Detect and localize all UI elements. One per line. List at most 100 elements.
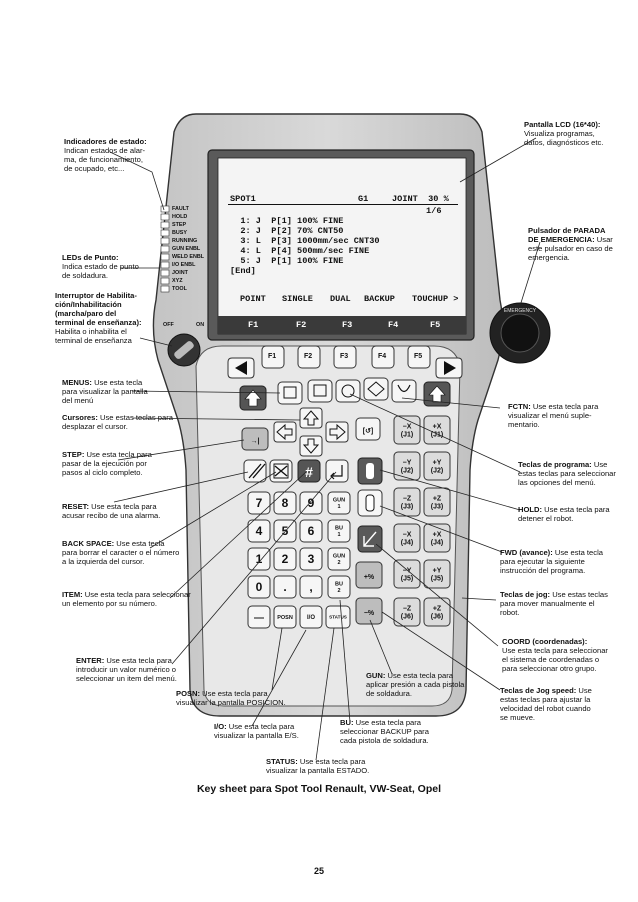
jog-plus-key-5[interactable] (423, 559, 451, 589)
fkey-label: F5 (430, 320, 441, 330)
posn-key[interactable] (273, 605, 297, 629)
gun2-key-label: GUN (333, 554, 345, 560)
callout-bu: BU: Use esta tecla para seleccionar BACK… (340, 718, 429, 745)
f2-key[interactable] (297, 345, 321, 369)
digit-key-3[interactable] (299, 547, 323, 571)
digit-key-1-label: 1 (256, 552, 263, 566)
svg-text:EMERGENCY: EMERGENCY (504, 308, 537, 314)
step-key[interactable] (241, 427, 269, 451)
callout-desc: Use esta tecla para visualizar la pantal… (266, 757, 370, 775)
digit-key-4[interactable] (247, 519, 271, 543)
edit-key[interactable] (335, 379, 361, 403)
bu2-key[interactable] (327, 575, 351, 599)
callout-desc: Use esta tecla para visualizar la pantal… (176, 689, 286, 707)
indicator-label: I/O ENBL (172, 262, 196, 268)
page-number: 25 (313, 866, 324, 876)
status-key[interactable] (325, 605, 351, 629)
jog-minus-key-2[interactable] (393, 451, 421, 481)
indicator-label: FAULT (172, 206, 189, 212)
jog-plus-key-3[interactable] (423, 487, 451, 517)
menu-key-row (239, 377, 451, 411)
indicator-label: TOOL (172, 286, 187, 292)
status-key-label: STATUS (329, 615, 347, 620)
callout-desc: Visualiza programas, datos, diagnósticos… (524, 129, 604, 147)
bu1-key-label: BU (335, 526, 343, 532)
f1-key[interactable] (261, 345, 285, 369)
enter-key[interactable] (325, 459, 349, 483)
digit-key-7-label: 7 (256, 496, 263, 510)
f4-key[interactable] (371, 345, 395, 369)
indicator-label: RUNNING (172, 238, 198, 244)
f2-key-label: F2 (304, 353, 313, 360)
jog-plus-key-1-label: (J1) (431, 431, 443, 438)
digit-key-dot[interactable] (273, 575, 297, 599)
bu1-key-label: 1 (337, 532, 340, 538)
figure-caption: Key sheet para Spot Tool Renault, VW-Sea… (196, 783, 442, 795)
digit-key-3-label: 3 (308, 552, 315, 566)
callout-desc: Use esta tecla para seleccionar un eleme… (62, 590, 191, 608)
callout-desc: Use esta tecla para pasar de la ejecució… (62, 450, 152, 477)
jog-plus-key-6[interactable] (423, 597, 451, 627)
callout-desc: Use esta tecla para acusar recibo de una… (62, 502, 161, 520)
item-key[interactable] (297, 459, 321, 483)
digit-key-2[interactable] (273, 547, 297, 571)
jog-minus-key-4[interactable] (393, 523, 421, 553)
cursor-right-key[interactable] (325, 421, 349, 443)
jog-minus-key-5[interactable] (393, 559, 421, 589)
cursor-up-key[interactable] (299, 407, 323, 429)
coord-key[interactable] (355, 417, 381, 441)
digit-key-comma[interactable] (299, 575, 323, 599)
callout-lcd: Pantalla LCD (16*40):Visualiza programas… (524, 120, 603, 147)
data-key[interactable] (363, 377, 389, 401)
callout-title: BU: (340, 718, 354, 727)
indicator-label: WELD ENBL (172, 254, 205, 260)
digit-key-6[interactable] (299, 519, 323, 543)
menus-key[interactable] (277, 381, 303, 405)
jog-plus-key-2[interactable] (423, 451, 451, 481)
gun1-key[interactable] (327, 491, 351, 515)
f3-key[interactable] (333, 345, 357, 369)
svg-text:−%: −% (364, 610, 375, 617)
digit-key-9[interactable] (299, 491, 323, 515)
callout-desc: Use estas teclas para mover manualmente … (500, 590, 608, 617)
callout-desc: Indican estados de alar- ma, de funciona… (64, 146, 146, 173)
f5-key[interactable] (407, 345, 431, 369)
callout-desc: Use estas teclas para ajustar la velocid… (500, 686, 592, 722)
softkey-label: SINGLE (282, 294, 313, 304)
callout-desc: Use esta tecla para visualizar la pantal… (214, 722, 299, 740)
digit-key-4-label: 4 (256, 524, 263, 538)
gun2-key[interactable] (327, 547, 351, 571)
jog-plus-key-4[interactable] (423, 523, 451, 553)
program-line: 5: J P[1] 100% FINE (230, 256, 344, 266)
callout-hold: HOLD: Use esta tecla para detener el rob… (518, 505, 610, 523)
select-key[interactable] (307, 379, 333, 403)
callout-enter: ENTER: Use esta tecla para introducir un… (76, 656, 177, 683)
io-key[interactable] (299, 605, 323, 629)
digit-key-8-label: 8 (282, 496, 289, 510)
callout-title: Interruptor de Habilita- ción/Inhabilita… (55, 291, 142, 327)
speed-down-key[interactable] (355, 597, 383, 625)
speed-up-key[interactable] (355, 561, 383, 589)
callout-title: LEDs de Punto: (62, 253, 119, 262)
jog-plus-key-4-label: (J4) (431, 539, 443, 546)
digit-key-1[interactable] (247, 547, 271, 571)
callout-jogspeed: Teclas de Jog speed: Use estas teclas pa… (500, 686, 592, 722)
gun1-key-label: GUN (333, 498, 345, 504)
jog-plus-key-3-label: (J3) (431, 503, 443, 510)
minus-key[interactable] (247, 605, 271, 629)
callout-desc: Use esta tecla para seleccionar el siste… (502, 646, 608, 673)
cursor-down-key[interactable] (299, 435, 323, 457)
softkey-label: POINT (240, 294, 266, 304)
svg-text:→|: →| (251, 438, 260, 445)
jog-plus-key-2-label: (J2) (431, 467, 443, 474)
digit-key-7[interactable] (247, 491, 271, 515)
jog-minus-key-6[interactable] (393, 597, 421, 627)
callout-step: STEP: Use esta tecla para pasar de la ej… (62, 450, 152, 477)
callout-title: Pantalla LCD (16*40): (524, 120, 601, 129)
bu1-key[interactable] (327, 519, 351, 543)
callout-title: FCTN: (508, 402, 531, 411)
bu2-key-label: BU (335, 582, 343, 588)
callout-jog: Teclas de jog: Use estas teclas para mov… (500, 590, 608, 617)
cursor-left-key[interactable] (273, 421, 297, 443)
digit-key-0[interactable] (247, 575, 271, 599)
